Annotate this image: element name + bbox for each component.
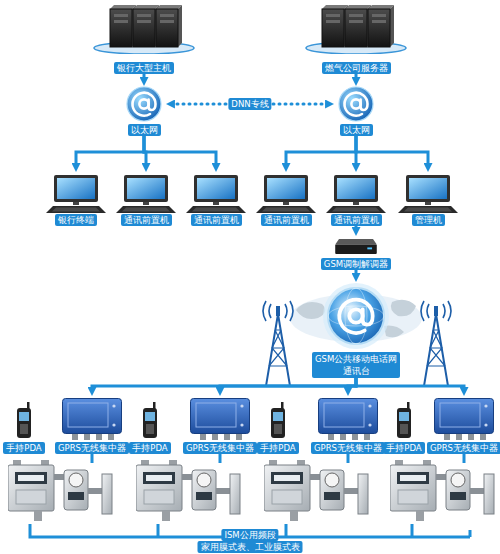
gas-meter-set xyxy=(136,460,240,521)
at-sign-arc xyxy=(339,300,372,333)
link-arrow xyxy=(143,74,146,81)
network-icon xyxy=(339,87,373,121)
modem-node: GSM调制解调器 xyxy=(316,236,396,270)
pda-icon xyxy=(143,402,157,438)
radio-tower xyxy=(263,301,293,386)
pda-node: 手持PDA xyxy=(126,398,174,454)
ism-band-line xyxy=(30,524,470,537)
node-label: 通讯前置机 xyxy=(331,214,382,226)
pda-node: 手持PDA xyxy=(380,398,428,454)
server-icon xyxy=(94,5,194,54)
concentrator-icon xyxy=(319,399,378,441)
link-arrow xyxy=(356,378,464,391)
server-icon xyxy=(306,5,406,54)
pda-icon xyxy=(17,402,31,438)
meter-wire xyxy=(347,454,350,463)
gsm-globe xyxy=(290,283,422,349)
gas-meter-set xyxy=(264,460,368,521)
node-label: 通讯前置机 xyxy=(191,214,242,226)
computer-node: 通讯前置机 xyxy=(253,172,319,226)
pda-node: 手持PDA xyxy=(254,398,302,454)
concentrator-node: GPRS无线集中器 xyxy=(428,396,500,454)
computer-icon xyxy=(116,175,176,213)
network-node: 以太网 xyxy=(334,86,378,136)
node-label: GSM公共移动电话网 通讯台 xyxy=(312,352,400,378)
radio-tower xyxy=(421,301,451,386)
modem-icon xyxy=(335,239,377,254)
pda-icon xyxy=(397,402,411,438)
concentrator-node: GPRS无线集中器 xyxy=(184,396,256,454)
computer-node: 银行终端 xyxy=(43,172,109,226)
link-arrow xyxy=(92,378,356,391)
link-arrow xyxy=(355,270,358,277)
pda-icon xyxy=(271,402,285,438)
computer-icon xyxy=(186,175,246,213)
node-label: 手持PDA xyxy=(129,442,170,454)
node-label: GPRS无线集中器 xyxy=(311,442,385,454)
server-node: 燃气公司服务器 xyxy=(304,4,408,74)
meter-wire xyxy=(219,454,222,463)
network-node: 以太网 xyxy=(122,86,166,136)
computer-icon xyxy=(398,175,458,213)
node-label: GSM调制解调器 xyxy=(321,258,391,270)
concentrator-node: GPRS无线集中器 xyxy=(312,396,384,454)
node-label: 以太网 xyxy=(340,124,373,136)
computer-node: 通讯前置机 xyxy=(323,172,389,226)
computer-icon xyxy=(256,175,316,213)
globe-latitude xyxy=(328,306,384,326)
meter-wire xyxy=(91,454,94,463)
computer-icon xyxy=(46,175,106,213)
network-icon xyxy=(127,87,161,121)
at-sign-ring xyxy=(349,309,362,322)
node-label: 手持PDA xyxy=(257,442,298,454)
dedicated-line xyxy=(171,103,329,106)
concentrator-icon xyxy=(435,399,494,441)
link-arrow xyxy=(355,74,358,81)
node-label: 手持PDA xyxy=(3,442,44,454)
node-label: 银行终端 xyxy=(55,214,97,226)
concentrator-icon xyxy=(191,399,250,441)
meter-wire xyxy=(463,454,466,463)
at-sign xyxy=(339,300,372,333)
node-label: GPRS无线集中器 xyxy=(183,442,257,454)
computer-node: 管理机 xyxy=(395,172,461,226)
node-label: 燃气公司服务器 xyxy=(322,62,391,74)
gas-meter-set xyxy=(8,460,112,521)
meter-type-label: 家用膜式表、工业膜式表 xyxy=(198,541,303,553)
node-label: GPRS无线集中器 xyxy=(55,442,129,454)
link-arrow xyxy=(356,136,428,167)
node-label: 通讯前置机 xyxy=(261,214,312,226)
concentrator-icon xyxy=(63,399,122,441)
computer-node: 通讯前置机 xyxy=(113,172,179,226)
link-arrow xyxy=(286,136,356,167)
globe-glow xyxy=(323,283,389,349)
link-arrow xyxy=(355,226,358,231)
link-arrow xyxy=(220,378,356,391)
node-label: GPRS无线集中器 xyxy=(427,442,500,454)
node-label: 管理机 xyxy=(412,214,445,226)
node-label: 以太网 xyxy=(128,124,161,136)
server-node: 银行大型主机 xyxy=(92,4,196,74)
computer-node: 通讯前置机 xyxy=(183,172,249,226)
band-label: ISM公用频段 xyxy=(221,529,278,541)
pda-node: 手持PDA xyxy=(0,398,48,454)
concentrator-node: GPRS无线集中器 xyxy=(56,396,128,454)
node-label: 银行大型主机 xyxy=(114,62,174,74)
link-arrow xyxy=(76,136,144,167)
node-label: 手持PDA xyxy=(383,442,424,454)
gas-meter-set xyxy=(390,460,494,521)
gsm-network-node: GSM公共移动电话网 通讯台 xyxy=(296,282,416,378)
link-arrow xyxy=(144,136,216,167)
globe xyxy=(328,288,384,344)
node-label: 通讯前置机 xyxy=(121,214,172,226)
computer-icon xyxy=(326,175,386,213)
